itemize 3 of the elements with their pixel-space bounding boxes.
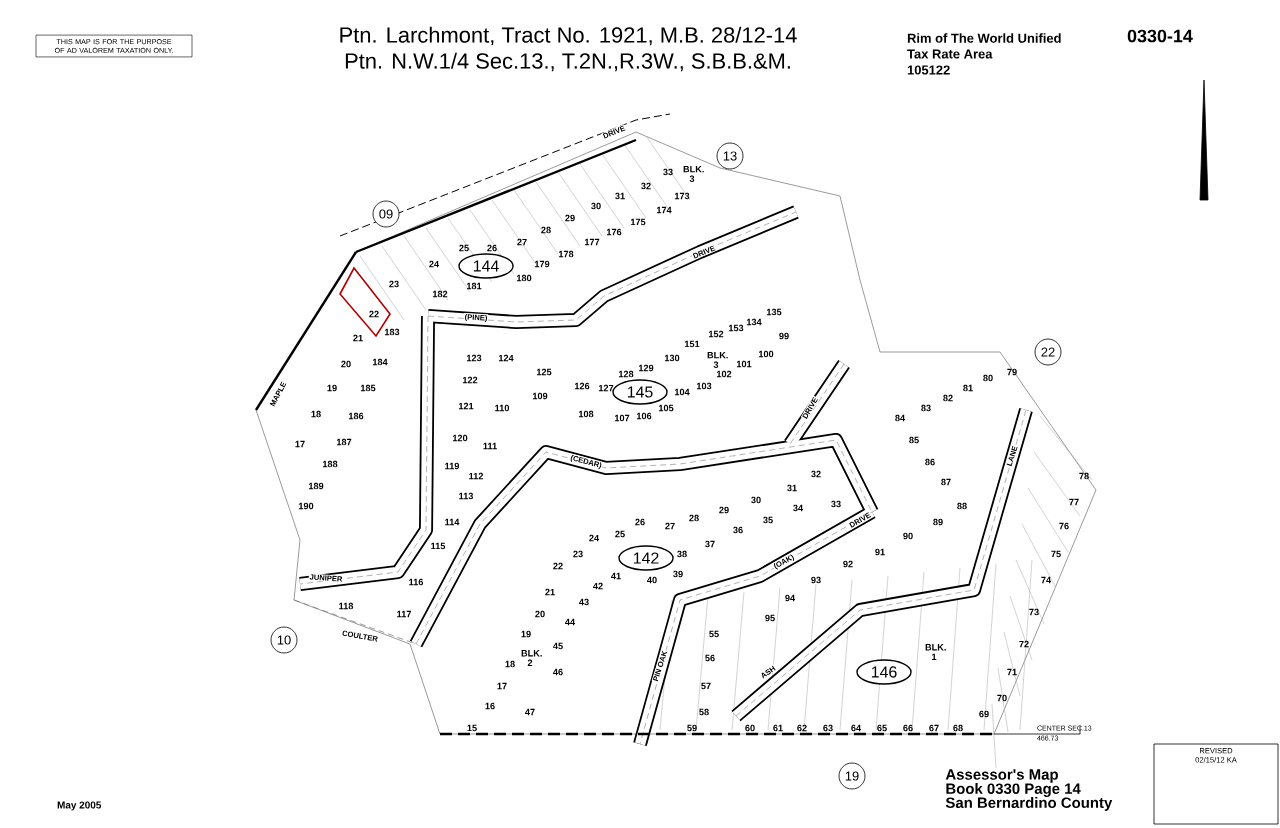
map-title: Ptn. Larchmont, Tract No. 1921, M.B. 28/12-14 [340,26,797,46]
map-number: 0330-14 [1127,29,1193,43]
map-subtitle: Ptn. N.W.1/4 Sec.13., T.2N.,R.3W., S.B.B.&M. [345,52,790,72]
